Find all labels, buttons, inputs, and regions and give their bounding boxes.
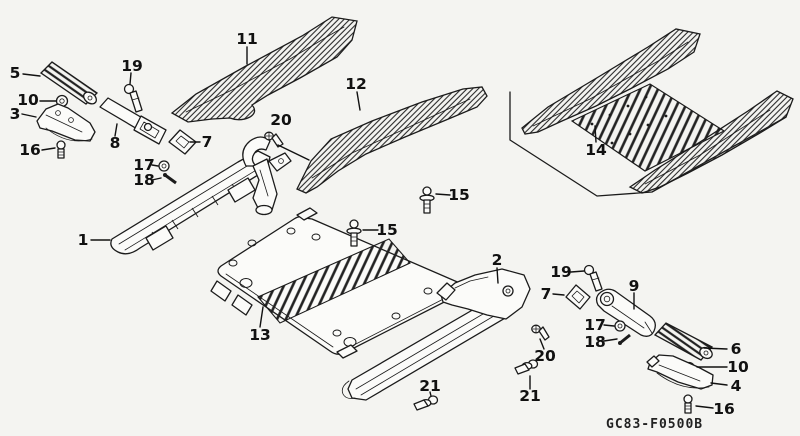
leader-line-20 xyxy=(539,338,545,350)
part-4-footpeg-bracket-right xyxy=(646,354,714,390)
leader-line-20 xyxy=(277,144,310,161)
part-7-plate-right xyxy=(565,284,591,310)
part-label-7: 7 xyxy=(541,285,552,303)
part-label-18: 18 xyxy=(584,333,606,351)
part-label-5: 5 xyxy=(10,64,21,82)
part-label-21: 21 xyxy=(419,377,441,395)
part-label-17: 17 xyxy=(584,316,606,334)
part-label-12: 12 xyxy=(345,75,367,93)
leader-line-12 xyxy=(356,91,361,111)
part-label-10: 10 xyxy=(727,358,749,376)
leader-line-17 xyxy=(151,164,159,167)
leader-line-19 xyxy=(570,270,585,273)
part-label-10: 10 xyxy=(17,91,39,109)
part-label-1: 1 xyxy=(78,231,89,249)
part-21-screw-right xyxy=(514,359,539,375)
leader-line-4 xyxy=(710,382,728,386)
leader-line-7 xyxy=(552,293,565,296)
part-label-7: 7 xyxy=(202,133,213,151)
leader-line-3 xyxy=(21,113,37,118)
mat-stud-dots xyxy=(590,95,668,145)
part-label-19: 19 xyxy=(550,263,572,281)
leader-line-15 xyxy=(435,193,451,196)
part-label-17: 17 xyxy=(133,156,155,174)
part-18-pin-left xyxy=(163,173,177,185)
leader-line-16 xyxy=(41,147,56,151)
part-label-8: 8 xyxy=(110,134,121,152)
part-label-19: 19 xyxy=(121,57,143,75)
part-label-9: 9 xyxy=(629,277,640,295)
part-17-washer-right xyxy=(614,320,626,332)
diagram-code: GC83-F0500B xyxy=(606,417,703,432)
leader-line-13 xyxy=(259,306,264,328)
part-21-screw-center xyxy=(413,395,439,411)
part-6-footpeg-rubber-right xyxy=(653,322,714,361)
part-label-18: 18 xyxy=(133,171,155,189)
leader-line-5 xyxy=(22,73,41,77)
leader-line-19 xyxy=(129,72,132,85)
part-label-15: 15 xyxy=(448,186,470,204)
part-label-6: 6 xyxy=(731,340,742,358)
leader-line-6 xyxy=(703,347,728,350)
leader-line-14 xyxy=(594,125,597,143)
leader-line-8 xyxy=(114,123,118,137)
part-5-footpeg-rubber-left xyxy=(39,61,99,105)
panel-holes xyxy=(228,227,433,347)
part-15-bolt-upper xyxy=(419,186,435,214)
part-label-16: 16 xyxy=(19,141,41,159)
part-20-screw-right xyxy=(531,324,550,341)
part-16-bolt-left xyxy=(56,140,66,159)
part-15-bolt-center xyxy=(346,219,362,247)
leader-line-18 xyxy=(603,338,618,342)
part-label-4: 4 xyxy=(731,377,742,395)
part-8-arm-left xyxy=(99,97,167,145)
part-label-13: 13 xyxy=(249,326,271,344)
part-18-pin-right xyxy=(618,333,631,345)
part-12-step-mat-right xyxy=(296,86,488,194)
part-19-pin-left xyxy=(123,83,143,113)
part-20-screw-top xyxy=(264,131,284,148)
part-19-pin-right xyxy=(583,264,603,292)
leader-line-17 xyxy=(603,324,615,327)
part-label-14: 14 xyxy=(585,141,607,159)
part-16-bolt-right xyxy=(683,394,693,414)
part-2-step-bar-right xyxy=(341,268,531,401)
part-11-step-mat-left xyxy=(170,16,358,123)
part-label-3: 3 xyxy=(10,105,21,123)
part-label-16: 16 xyxy=(713,400,735,418)
leader-line-16 xyxy=(695,405,714,409)
leader-line-18 xyxy=(151,177,162,181)
part-1-step-bar-left xyxy=(110,136,292,255)
part-label-21: 21 xyxy=(519,387,541,405)
part-label-20: 20 xyxy=(534,347,556,365)
part-label-20: 20 xyxy=(270,111,292,129)
part-9-arm-right xyxy=(595,288,656,337)
part-14-step-mat-assembly xyxy=(521,28,794,194)
part-17-washer-left xyxy=(158,160,170,172)
part-label-2: 2 xyxy=(492,251,503,269)
leader-line-21 xyxy=(429,391,432,397)
part-label-15: 15 xyxy=(376,221,398,239)
part-3-footpeg-bracket-left xyxy=(36,103,96,142)
leader-line-2 xyxy=(496,267,499,284)
part-label-11: 11 xyxy=(236,30,258,48)
